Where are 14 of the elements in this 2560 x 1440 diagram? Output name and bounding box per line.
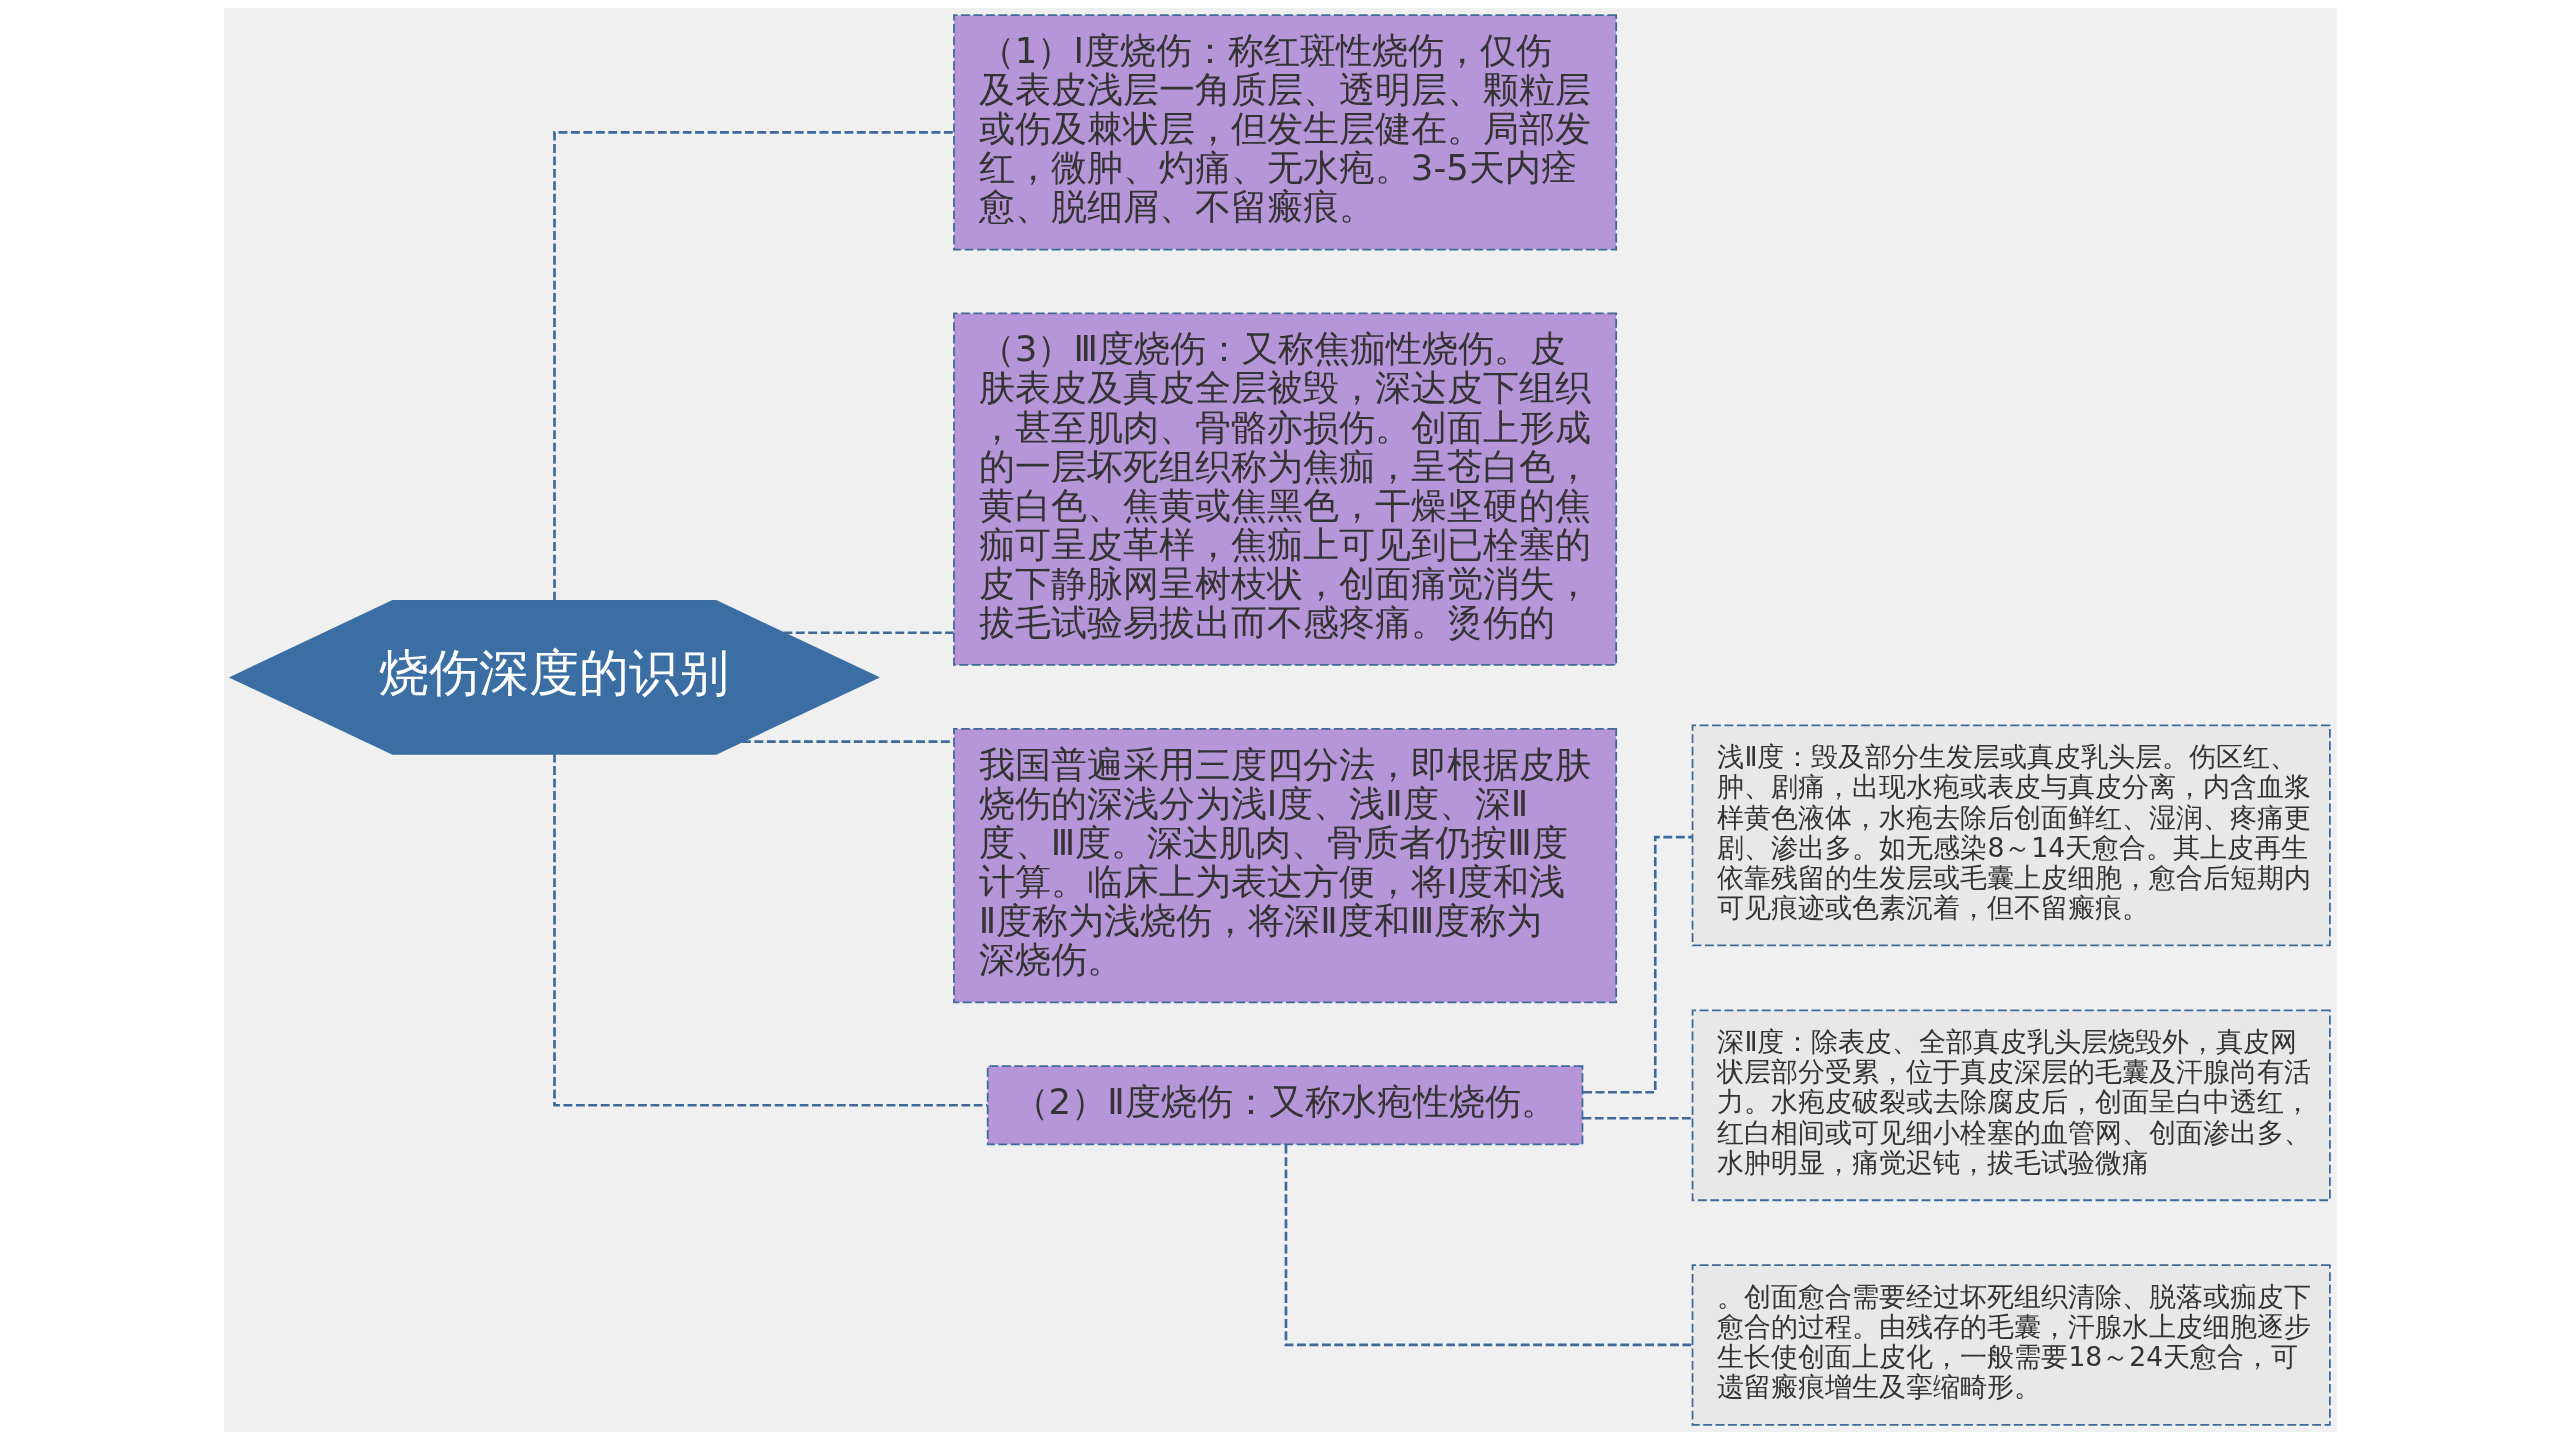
- connector: [552, 753, 987, 1107]
- node-box: 我国普遍采用三度四分法，即根据皮肤烧伤的深浅分为浅Ⅰ度、浅Ⅱ度、深Ⅱ度、Ⅲ度。深达肌肉、骨质者仍按Ⅲ度计算。临床上为表达方便，将Ⅰ度和浅Ⅱ度称为浅烧伤，将深Ⅱ度和Ⅲ度称为深烧伤。: [952, 728, 1617, 1004]
- node-box: 深Ⅱ度：除表皮、全部真皮乳头层烧毁外，真皮网状层部分受累，位于真皮深层的毛囊及汗腺尚有活力。水疱皮破裂或去除腐皮后，创面呈白中透红，红白相间或可见细小栓塞的血管网、创面渗出多、水肿明显，痛觉迟钝，拔毛试验微痛: [1691, 1009, 2331, 1202]
- node-box: 浅Ⅱ度：毁及部分生发层或真皮乳头层。伤区红、肿、剧痛，出现水疱或表皮与真皮分离，内含血浆样黄色液体，水疱去除后创面鲜红、湿润、疼痛更剧、渗出多。如无感染8～14天愈合。其上皮再生依靠残留的生发层或毛囊上皮细胞，愈合后短期内可见痕迹或色素沉着，但不留瘢痕。: [1691, 724, 2331, 947]
- connector: [1582, 835, 1692, 1094]
- connector: [783, 631, 954, 635]
- connector: [1582, 1116, 1692, 1120]
- node-box: （2）Ⅱ度烧伤：又称水疱性烧伤。: [986, 1065, 1583, 1146]
- connector: [741, 740, 953, 743]
- connector: [552, 131, 953, 601]
- node-box: （1）Ⅰ度烧伤：称红斑性烧伤，仅伤及表皮浅层一角质层、透明层、颗粒层或伤及棘状层，但发生层健在。局部发红，微肿、灼痛、无水疱。3-5天内痊愈、脱细屑、不留瘢痕。: [952, 14, 1617, 251]
- node-box: （3）Ⅲ度烧伤：又称焦痂性烧伤。皮肤表皮及真皮全层被毁，深达皮下组织，甚至肌肉、骨骼亦损伤。创面上形成的一层坏死组织称为焦痂，呈苍白色，黄白色、焦黄或焦黑色，干燥坚硬的焦痂可呈皮革样，焦痂上可见到已栓塞的皮下静脉网呈树枝状，创面痛觉消失，拔毛试验易拔出而不感疼痛。烫伤的: [952, 312, 1617, 666]
- connector: [1284, 1144, 1692, 1347]
- node-box: 。创面愈合需要经过坏死组织清除、脱落或痂皮下愈合的过程。由残存的毛囊，汗腺水上皮细胞逐步生长使创面上皮化，一般需要18～24天愈合，可遗留瘢痕增生及挛缩畸形。: [1691, 1264, 2331, 1426]
